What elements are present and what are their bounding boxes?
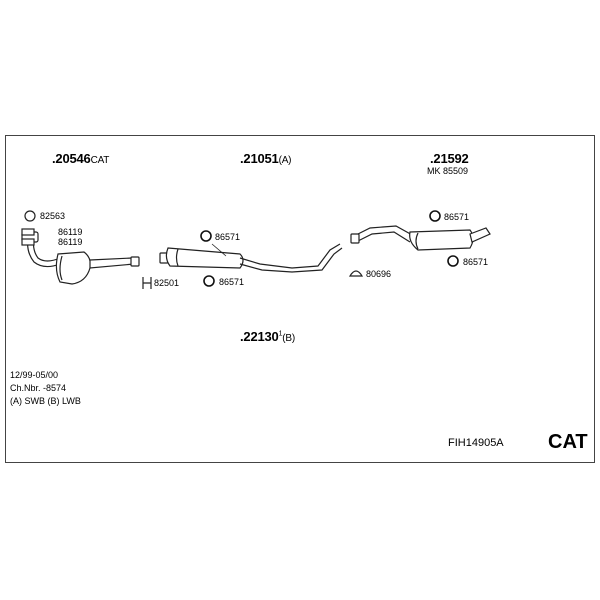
label-80696: 80696 bbox=[366, 269, 392, 279]
sealing-ring-icons bbox=[200, 210, 459, 287]
note-variants: (A) SWB (B) LWB bbox=[10, 396, 81, 406]
part-number-20546: .20546CAT bbox=[52, 151, 110, 166]
note-chassis: Ch.Nbr. -8574 bbox=[10, 383, 67, 393]
rear-silencer-drawing bbox=[350, 225, 491, 251]
part-number-21592: .21592 bbox=[430, 151, 469, 166]
cat-label: CAT bbox=[548, 431, 588, 453]
diagram-code: FIH14905A bbox=[448, 437, 504, 449]
kit-number: MK 85509 bbox=[427, 166, 469, 176]
pipe-clamp-icon bbox=[348, 270, 364, 277]
diagram-frame bbox=[5, 135, 595, 463]
part-number-22130: .221301(B) bbox=[240, 329, 295, 344]
label-86571-a: 86571 bbox=[215, 232, 241, 242]
label-86119-b: 86119 bbox=[58, 237, 83, 247]
middle-silencer-drawing bbox=[159, 243, 343, 273]
label-86571-b: 86571 bbox=[219, 277, 245, 287]
label-86571-c: 86571 bbox=[444, 212, 470, 222]
label-86119-a: 86119 bbox=[58, 227, 83, 237]
label-86571-d: 86571 bbox=[463, 257, 489, 267]
part-number-21051: .21051(A) bbox=[240, 151, 292, 166]
gasket-icon bbox=[21, 228, 35, 236]
gasket-icons bbox=[21, 210, 152, 289]
label-82563: 82563 bbox=[40, 211, 66, 221]
clip-icon bbox=[24, 210, 36, 222]
note-dates: 12/99-05/00 bbox=[10, 370, 59, 380]
label-82501: 82501 bbox=[154, 278, 180, 288]
gasket-icon bbox=[21, 238, 35, 246]
clamp-icon bbox=[142, 277, 152, 289]
